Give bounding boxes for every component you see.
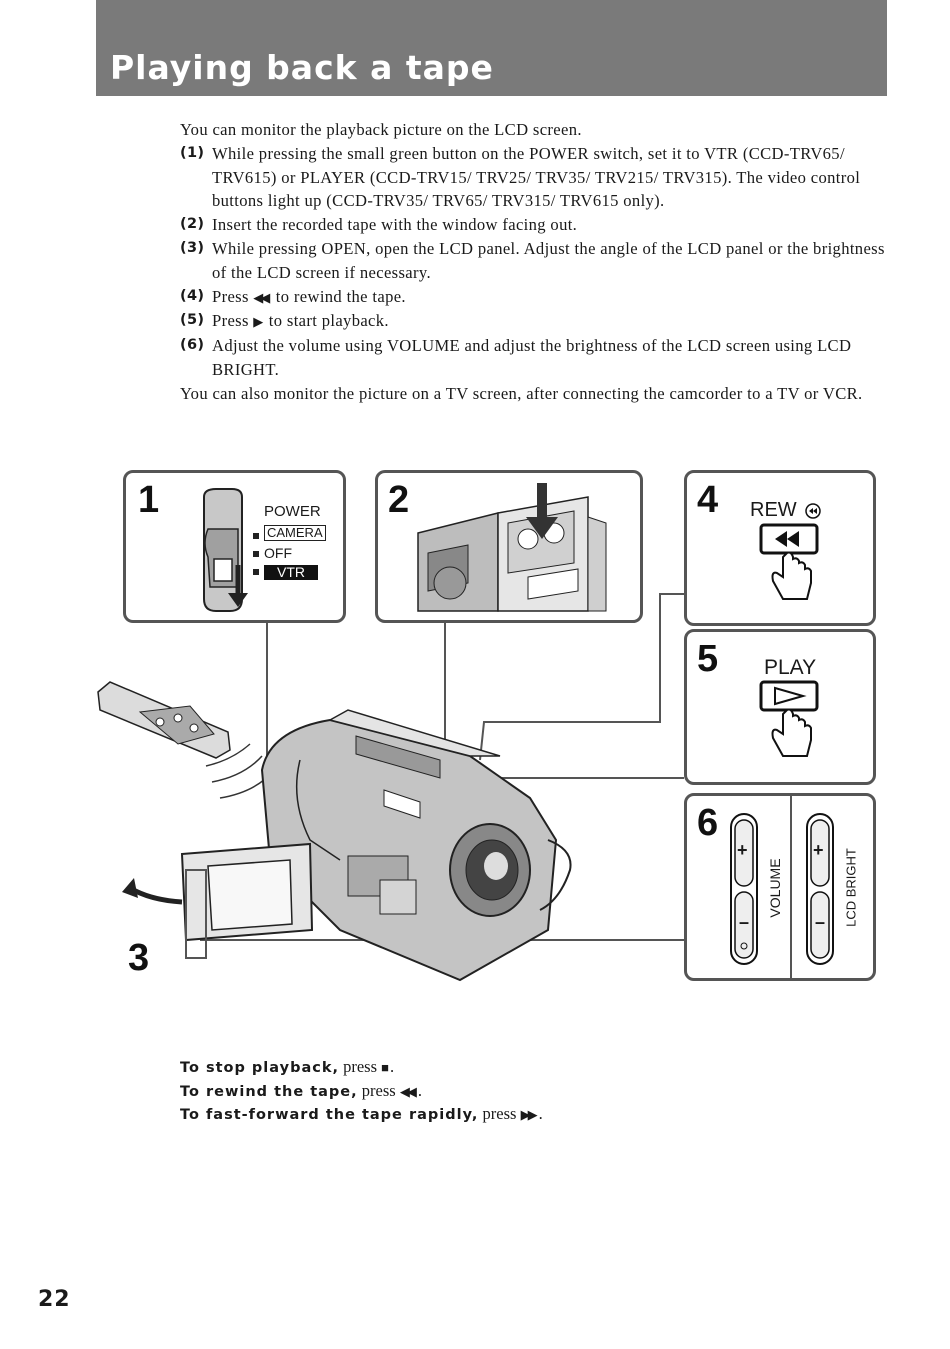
step-text: to rewind the tape. <box>275 286 406 306</box>
lcd-plus: + <box>813 840 824 860</box>
rew-label: REW <box>750 499 797 521</box>
step-text: While pressing the small green button on… <box>212 143 861 211</box>
instructions: You can monitor the playback picture on … <box>180 118 892 406</box>
step-5: (5) Press ▶ to start playback. <box>180 309 892 334</box>
step-text: While pressing OPEN, open the LCD panel.… <box>212 238 885 282</box>
panel-rewind: 4 REW <box>684 470 876 626</box>
step-1: (1) While pressing the small green button… <box>180 142 892 213</box>
note-text: press <box>343 1057 378 1076</box>
step-number: (4) <box>180 287 205 304</box>
step-text: Insert the recorded tape with the window… <box>212 215 578 235</box>
note-rewind: To rewind the tape, press ◀◀. <box>180 1080 543 1104</box>
title-banner: Playing back a tape <box>96 0 887 96</box>
panel-power-switch: 1 POWER CAMERA OFF VTR <box>123 470 346 623</box>
volume-plus: + <box>737 840 748 860</box>
panel-number: 2 <box>388 479 410 521</box>
power-title: POWER <box>264 503 321 520</box>
note-text: press <box>361 1080 396 1100</box>
lcd-minus: – <box>815 912 826 932</box>
step-6: (6) Adjust the volume using VOLUME and ad… <box>180 334 892 382</box>
cassette-compartment-illustration <box>417 483 607 612</box>
step-text: Adjust the volume using VOLUME and adjus… <box>212 336 852 379</box>
panel-number: 4 <box>697 479 719 521</box>
note-text: press <box>482 1104 517 1124</box>
note-stop: To stop playback, press ■. <box>180 1056 543 1080</box>
step-3: (3) While pressing OPEN, open the LCD pan… <box>180 237 892 285</box>
panel-play: 5 PLAY <box>684 629 876 785</box>
outro-text: You can also monitor the picture on a TV… <box>180 383 863 403</box>
rewind-icon: ◀◀ <box>253 289 270 305</box>
step-number: (1) <box>180 144 205 161</box>
panel-number: 1 <box>138 479 160 521</box>
power-option-camera: CAMERA <box>264 525 326 541</box>
playback-notes: To stop playback, press ■. To rewind the… <box>180 1056 543 1127</box>
step-2: (2) Insert the recorded tape with the win… <box>180 213 892 237</box>
note-label: To stop playback, <box>180 1060 339 1076</box>
page-title: Playing back a tape <box>110 48 494 87</box>
volume-and-brightness-controls <box>730 796 834 978</box>
play-label: PLAY <box>764 656 817 679</box>
play-button-illustration <box>759 680 819 757</box>
note-end: . <box>538 1104 543 1124</box>
fast-forward-icon: ▶▶ <box>520 1107 538 1123</box>
panel-number: 5 <box>697 638 719 680</box>
step-4: (4) Press ◀◀ to rewind the tape. <box>180 285 892 310</box>
note-end: . <box>417 1080 422 1100</box>
panel-number-3: 3 <box>128 937 149 979</box>
step-number: (5) <box>180 312 205 329</box>
step-text: Press <box>212 311 249 331</box>
play-icon: ▶ <box>253 314 263 330</box>
note-end: . <box>390 1057 395 1076</box>
rewind-button-illustration <box>759 503 821 600</box>
panel-volume-bright: 6 + – + – VOLUME LCD BRIGHT <box>684 793 876 981</box>
step-number: (2) <box>180 216 205 233</box>
panel-insert-tape: 2 <box>375 470 643 623</box>
note-fast-forward: To fast-forward the tape rapidly, press … <box>180 1103 543 1127</box>
rewind-icon: ◀◀ <box>399 1083 417 1099</box>
stop-icon: ■ <box>381 1060 389 1075</box>
intro-text: You can monitor the playback picture on … <box>180 120 582 139</box>
step-number: (3) <box>180 239 205 256</box>
page-number: 22 <box>38 1287 71 1312</box>
step-number: (6) <box>180 337 205 354</box>
step-text: Press <box>212 286 249 306</box>
power-switch-illustration <box>203 488 259 612</box>
note-label: To fast-forward the tape rapidly, <box>180 1107 479 1124</box>
note-label: To rewind the tape, <box>180 1083 358 1100</box>
panel-number: 6 <box>697 802 719 844</box>
steps-list: (1) While pressing the small green button… <box>180 142 892 382</box>
volume-minus: – <box>739 912 750 932</box>
power-option-off: OFF <box>264 545 292 561</box>
power-option-vtr: VTR <box>264 565 318 580</box>
step-text: to start playback. <box>268 311 389 331</box>
camcorder-illustration: 3 <box>97 593 684 982</box>
